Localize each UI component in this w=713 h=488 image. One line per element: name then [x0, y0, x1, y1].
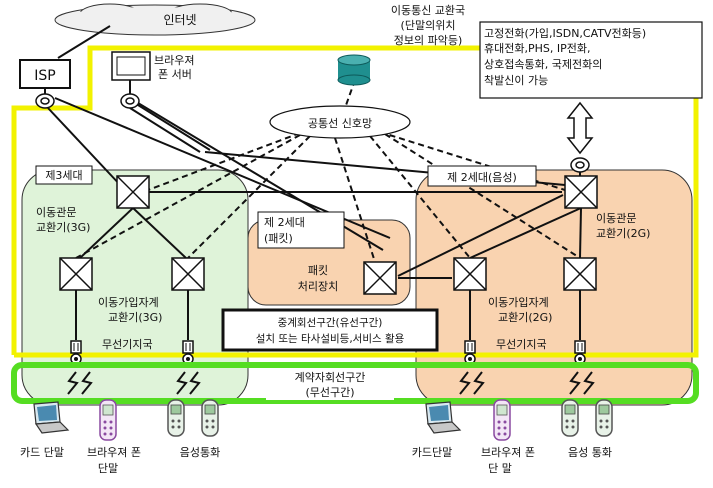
gen2-subscriber-switch-a-icon: [453, 257, 487, 291]
voice-phone-icon: [561, 399, 579, 437]
gen2-gateway-switch-icon: [564, 175, 598, 209]
fixed-services-text: 착발신이 가능: [484, 74, 548, 87]
gen3-label-box: [35, 165, 93, 185]
carrier-network-border: [11, 45, 699, 358]
packet-device-label: 패킷: [308, 264, 328, 277]
gen2-subscriber-switch-label: 교환기(2G): [498, 311, 552, 324]
fixed-services-text: 휴대전화,PHS, IP전화,: [484, 42, 590, 55]
relay-section-label: 설치 또는 타사설비등,서비스 활용: [256, 332, 405, 345]
base-station-antenna-icon: [70, 340, 82, 365]
gen2-gateway-switch-label: 교환기(2G): [596, 227, 650, 240]
database-icon: [337, 54, 371, 86]
interconnect-arrow-icon: [566, 101, 594, 155]
gen2-packet-label-box: [257, 211, 345, 249]
gen3-base-station-label: 무선기지국: [102, 338, 153, 351]
contract-section-band: [11, 362, 699, 404]
gen2-voice-area: [415, 169, 693, 406]
fixed-services-text: 상호접속통화, 국제전화의: [484, 58, 602, 71]
gen3-gateway-switch-label: 이동관문: [36, 206, 76, 219]
fixed-services-box: [479, 21, 703, 99]
gen2-base-station-label: 무선기지국: [496, 338, 547, 351]
gen2-gateway-switch-label: 이동관문: [596, 212, 636, 225]
gen3-subscriber-switch-a-icon: [59, 257, 93, 291]
base-station-antenna-icon: [464, 340, 476, 365]
browser-phone-icon: [493, 399, 511, 441]
browser-phone-icon: [99, 399, 117, 441]
gen3-subscriber-switch-label: 교환기(3G): [108, 311, 162, 324]
contract-section-label: (무선구간): [305, 386, 354, 399]
voice-phone-icon: [167, 399, 185, 437]
gen2-packet-label: (패킷): [264, 232, 293, 245]
gen2-subscriber-switch-label: 이동가입자계: [488, 296, 549, 309]
gen3-subscriber-switch-b-icon: [171, 257, 205, 291]
mobile-exchange-label: 이동통신 교환국: [391, 4, 465, 17]
isp-label: ISP: [34, 68, 55, 84]
card-terminal-label: 카드단말: [412, 446, 452, 459]
relay-section-box: [221, 308, 439, 352]
card-terminal-icon: [425, 401, 461, 434]
card-terminal-label: 카드 단말: [20, 446, 64, 459]
packet-device-label: 처리장치: [298, 280, 338, 293]
browser-server-label: 브라우져: [154, 54, 194, 67]
browser-server-label: 폰 서버: [158, 68, 192, 81]
server-gateway-icon: [120, 93, 140, 109]
gen2-voice-label-box: [427, 165, 537, 187]
gen3-label: 제3세대: [45, 169, 82, 182]
relay-section-label: 중계회선구간(유선구간): [278, 317, 383, 329]
common-signal-network: [269, 105, 411, 139]
browser-phone-label: 단 말: [488, 462, 512, 475]
internet-cloud: [54, 3, 256, 36]
browser-phone-label: 브라우져 폰: [481, 446, 535, 459]
isp-gateway-icon: [35, 93, 55, 109]
fixed-services-text: 고정전화(가입,ISDN,CATV전화등): [484, 27, 646, 40]
contract-section-label: 계약자회선구간: [295, 370, 366, 384]
mobile-exchange-label: 정보의 파악등): [394, 34, 463, 47]
card-terminal-icon: [33, 401, 69, 434]
browser-phone-label: 단말: [98, 462, 118, 475]
base-station-antenna-icon: [182, 340, 194, 365]
gen2-packet-label: 제 2세대: [264, 216, 305, 229]
contract-section-label-bg: [266, 368, 394, 400]
voice-call-label: 음성통화: [180, 446, 220, 459]
gen3-gateway-switch-label: 교환기(3G): [36, 221, 90, 234]
base-station-antenna-icon: [574, 340, 586, 365]
gen3-gateway-switch-icon: [116, 175, 150, 209]
isp-box: ISP: [19, 59, 71, 89]
fixed-gateway-icon: [570, 157, 590, 173]
browser-phone-label: 브라우져 폰: [87, 446, 141, 459]
mobile-exchange-label: (단말의위치: [401, 19, 456, 32]
browser-server-icon: [111, 51, 151, 81]
gen2-subscriber-switch-b-icon: [563, 257, 597, 291]
voice-call-label: 음성 통화: [568, 446, 612, 459]
voice-phone-icon: [595, 399, 613, 437]
common-signal-network-label: 공통선 신호망: [308, 117, 372, 130]
gen2-voice-label: 제 2세대(음성): [447, 171, 517, 184]
gen3-subscriber-switch-label: 이동가입자계: [98, 296, 159, 309]
voice-phone-icon: [201, 399, 219, 437]
packet-switch-icon: [363, 261, 397, 295]
internet-label: 인터넷: [163, 13, 196, 27]
